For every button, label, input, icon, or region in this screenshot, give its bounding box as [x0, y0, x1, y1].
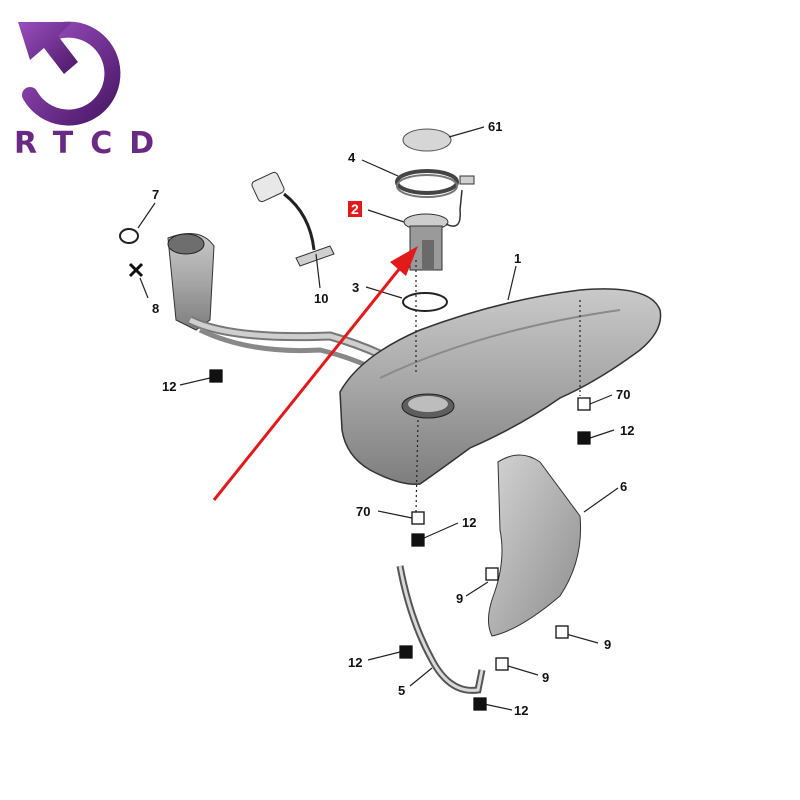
logo-text: RTCD [14, 126, 172, 161]
o-ring [402, 292, 448, 312]
callout-6: 6 [620, 479, 628, 494]
callout-70-b: 70 [356, 504, 371, 519]
callout-61: 61 [488, 119, 503, 134]
callout-3: 3 [352, 280, 360, 295]
callout-9-b: 9 [604, 637, 612, 652]
callout-4: 4 [348, 150, 356, 165]
fuel-tank [339, 288, 662, 485]
tank-strap [396, 565, 486, 694]
gasket-disc [402, 128, 452, 152]
callout-9-c: 9 [542, 670, 550, 685]
callout-8: 8 [152, 301, 160, 316]
logo-icon [18, 21, 121, 126]
callout-12-b: 12 [620, 423, 635, 438]
callout-12-e: 12 [514, 703, 529, 718]
fastener-markers [209, 369, 591, 711]
callout-2-highlighted: 2 [348, 201, 362, 217]
callout-12-a: 12 [162, 379, 177, 394]
fuel-pump-module [403, 189, 463, 271]
leader-lines [137, 126, 619, 711]
callout-1: 1 [514, 251, 522, 266]
lock-ring [395, 169, 475, 198]
callout-70-a: 70 [616, 387, 631, 402]
callout-5: 5 [398, 683, 406, 698]
heat-shield [488, 454, 582, 637]
callout-10: 10 [314, 291, 329, 306]
callout-7: 7 [152, 187, 160, 202]
highlight-arrow [212, 246, 418, 501]
fuel-filter [251, 171, 335, 267]
callout-12-c: 12 [462, 515, 477, 530]
callout-9-a: 9 [456, 591, 464, 606]
callout-12-d: 12 [348, 655, 363, 670]
